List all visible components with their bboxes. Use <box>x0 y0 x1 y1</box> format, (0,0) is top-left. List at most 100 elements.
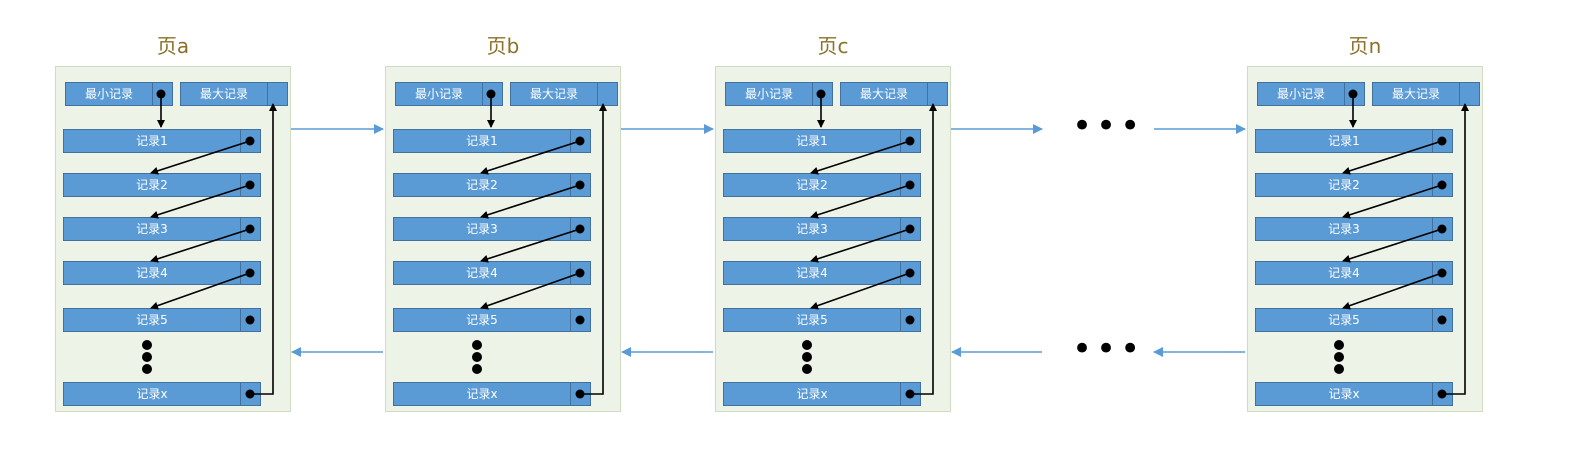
record-pointer-cell <box>240 262 241 284</box>
record-label: 记录5 <box>1328 313 1360 327</box>
record-label: 最小记录 <box>744 87 793 101</box>
record-item: 记录5 <box>723 308 921 332</box>
record-label: 记录3 <box>1328 222 1360 236</box>
record-pointer-cell <box>240 174 241 196</box>
record-label: 最小记录 <box>84 87 133 101</box>
record-label: 最小记录 <box>1276 87 1325 101</box>
record-label: 记录x <box>796 387 828 401</box>
record-pointer-cell <box>1432 309 1433 331</box>
horizontal-ellipsis: ••• <box>1072 329 1145 369</box>
ellipsis-dot <box>142 340 152 350</box>
record-label: 最大记录 <box>859 87 908 101</box>
record-label: 最大记录 <box>1391 87 1440 101</box>
record-item: 记录2 <box>1255 173 1453 197</box>
ellipsis-dot <box>802 352 812 362</box>
record-label: 记录2 <box>1328 178 1360 192</box>
record-item: 记录3 <box>393 217 591 241</box>
record-pointer-cell <box>570 383 571 405</box>
record-label: 记录3 <box>136 222 168 236</box>
ellipsis-dot <box>1334 340 1344 350</box>
record-item: 记录5 <box>1255 308 1453 332</box>
record-item: 记录1 <box>63 129 261 153</box>
record-label: 记录x <box>136 387 168 401</box>
record-pointer-cell <box>1432 262 1433 284</box>
max-record: 最大记录 <box>180 82 288 106</box>
ellipsis-dot <box>472 340 482 350</box>
page-1-title: 页a <box>156 34 190 58</box>
record-label: 记录2 <box>466 178 498 192</box>
record-label: 最小记录 <box>414 87 463 101</box>
record-pointer-cell <box>267 83 268 105</box>
record-label: 记录5 <box>136 313 168 327</box>
record-pointer-cell <box>570 174 571 196</box>
record-last: 记录x <box>63 382 261 406</box>
record-label: 记录2 <box>796 178 828 192</box>
record-pointer-cell <box>812 83 813 105</box>
record-last: 记录x <box>723 382 921 406</box>
record-item: 记录3 <box>723 217 921 241</box>
min-record: 最小记录 <box>395 82 503 106</box>
record-pointer-cell <box>1432 383 1433 405</box>
record-pointer-cell <box>900 309 901 331</box>
record-item: 记录3 <box>1255 217 1453 241</box>
record-item: 记录2 <box>723 173 921 197</box>
record-item: 记录1 <box>393 129 591 153</box>
max-record: 最大记录 <box>510 82 618 106</box>
ellipsis-dot <box>802 364 812 374</box>
ellipsis-dot <box>1334 364 1344 374</box>
ellipsis-dot <box>472 352 482 362</box>
record-label: 记录x <box>466 387 498 401</box>
vertical-ellipsis-icon <box>802 340 814 376</box>
ellipsis-dot <box>802 340 812 350</box>
record-pointer-cell <box>570 130 571 152</box>
record-pointer-cell <box>1432 218 1433 240</box>
record-label: 记录1 <box>796 134 828 148</box>
record-item: 记录2 <box>393 173 591 197</box>
record-label: 记录x <box>1328 387 1360 401</box>
record-pointer-cell <box>900 218 901 240</box>
record-item: 记录1 <box>723 129 921 153</box>
record-pointer-cell <box>570 309 571 331</box>
record-label: 记录5 <box>466 313 498 327</box>
record-item: 记录3 <box>63 217 261 241</box>
record-item: 记录4 <box>63 261 261 285</box>
min-record: 最小记录 <box>65 82 173 106</box>
record-item: 记录4 <box>723 261 921 285</box>
record-label: 记录2 <box>136 178 168 192</box>
record-pointer-cell <box>152 83 153 105</box>
ellipsis-dot <box>1334 352 1344 362</box>
record-item: 记录2 <box>63 173 261 197</box>
record-pointer-cell <box>240 218 241 240</box>
record-pointer-cell <box>482 83 483 105</box>
record-pointer-cell <box>240 309 241 331</box>
record-label: 记录4 <box>796 266 828 280</box>
vertical-ellipsis-icon <box>472 340 484 376</box>
record-pointer-cell <box>900 262 901 284</box>
record-label: 记录4 <box>1328 266 1360 280</box>
min-record: 最小记录 <box>1257 82 1365 106</box>
record-last: 记录x <box>393 382 591 406</box>
ellipsis-dot <box>142 352 152 362</box>
record-item: 记录4 <box>393 261 591 285</box>
record-item: 记录5 <box>393 308 591 332</box>
record-pointer-cell <box>900 383 901 405</box>
record-item: 记录5 <box>63 308 261 332</box>
record-label: 记录3 <box>466 222 498 236</box>
record-label: 记录1 <box>466 134 498 148</box>
record-label: 最大记录 <box>529 87 578 101</box>
vertical-ellipsis-icon <box>142 340 154 376</box>
record-pointer-cell <box>1344 83 1345 105</box>
record-label: 最大记录 <box>199 87 248 101</box>
vertical-ellipsis-icon <box>1334 340 1346 376</box>
record-last: 记录x <box>1255 382 1453 406</box>
record-label: 记录4 <box>136 266 168 280</box>
record-label: 记录5 <box>796 313 828 327</box>
max-record: 最大记录 <box>1372 82 1480 106</box>
page-2-title: 页b <box>486 34 520 58</box>
record-pointer-cell <box>900 174 901 196</box>
max-record: 最大记录 <box>840 82 948 106</box>
record-label: 记录3 <box>796 222 828 236</box>
record-label: 记录1 <box>136 134 168 148</box>
record-label: 记录1 <box>1328 134 1360 148</box>
